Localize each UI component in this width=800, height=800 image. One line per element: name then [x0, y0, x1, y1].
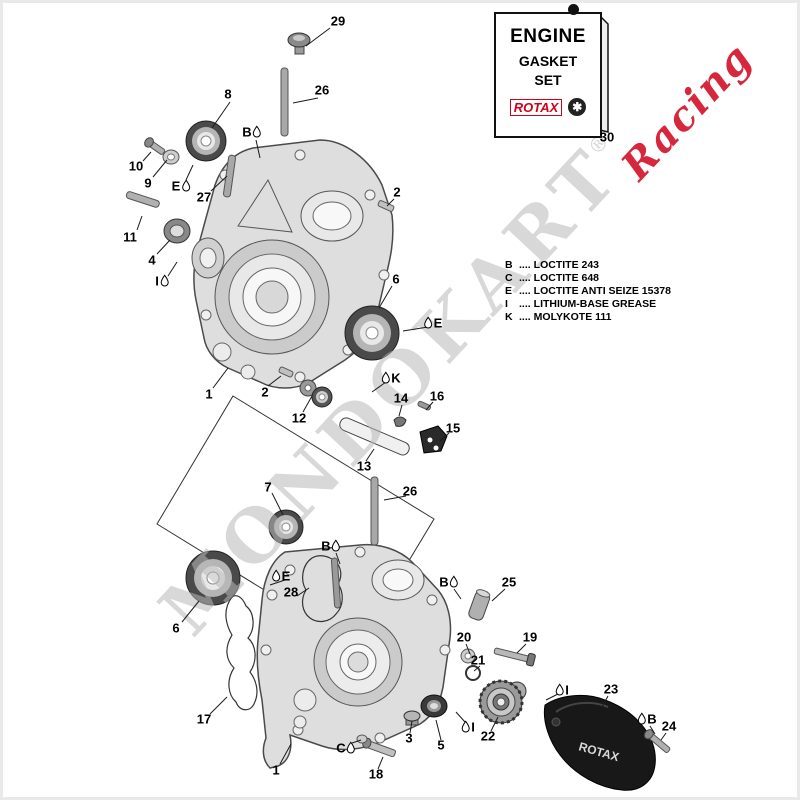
- seal-4: [163, 218, 191, 244]
- clip-14: [393, 416, 407, 427]
- gasket-17: [225, 595, 258, 711]
- gasket-box-subtitle1: GASKET: [518, 53, 578, 69]
- tube-25: [468, 589, 491, 621]
- plug-3: [403, 710, 421, 726]
- legend-item-K: K....MOLYKOTE 111: [505, 311, 612, 323]
- bearing-6-lower: [185, 550, 241, 606]
- brp-emblem-icon: ✱: [568, 98, 587, 116]
- bearing-8: [185, 120, 227, 162]
- legend-item-I: I....LITHIUM-BASE GREASE: [505, 298, 657, 310]
- pin-11: [125, 191, 160, 208]
- legend-item-E: E....LOCTITE ANTI SEIZE 15378: [505, 285, 671, 297]
- seal-5: [420, 694, 448, 718]
- pin-16: [417, 400, 432, 411]
- bolt-18: [362, 737, 396, 758]
- box-hole-icon: [568, 4, 579, 15]
- bolt-19: [493, 647, 536, 667]
- bolt-10: [144, 137, 166, 155]
- plug-29: [287, 32, 311, 55]
- washers-12: [299, 379, 333, 408]
- tensioner-15: [419, 425, 448, 454]
- legend-item-B: B....LOCTITE 243: [505, 259, 600, 271]
- washer-c: [356, 734, 368, 744]
- bearing-7: [268, 509, 304, 545]
- tube-13: [339, 417, 410, 456]
- rotax-logo: ROTAX: [509, 98, 563, 116]
- gasket-box-subtitle2: SET: [534, 72, 562, 88]
- oring-21: [465, 665, 481, 681]
- washer-9: [162, 149, 180, 165]
- washer-20: [460, 648, 476, 664]
- stud-26-upper: [280, 67, 289, 137]
- stud-28-area: [330, 557, 342, 609]
- starter-gear-22: [478, 679, 527, 725]
- stud-26-lower: [370, 476, 379, 546]
- pin-2-lower: [278, 366, 294, 378]
- upper-crankcase: [191, 139, 394, 389]
- ignition-cover-23: ROTAX: [543, 695, 656, 791]
- gasket-set-box: ENGINE GASKET SET ROTAX ✱: [494, 12, 602, 138]
- gasket-box-title: ENGINE: [510, 26, 586, 47]
- bearing-6-upper: [344, 305, 400, 361]
- lower-crankcase: [256, 543, 452, 769]
- legend-item-C: C....LOCTITE 648: [505, 272, 600, 284]
